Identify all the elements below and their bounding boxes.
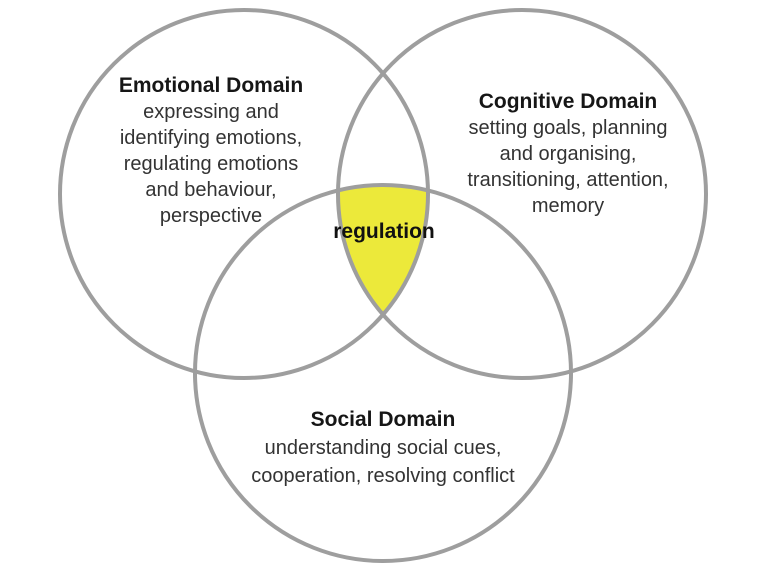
cognitive-domain-heading: Cognitive Domain	[478, 90, 658, 113]
social-domain-line: understanding social cues,	[264, 437, 502, 459]
cognitive-domain-line: and organising,	[499, 143, 637, 165]
cognitive-domain-circle	[336, 8, 708, 380]
emotional-domain-circle	[58, 8, 430, 380]
emotional-domain-line: regulating emotions	[123, 153, 299, 175]
emotional-domain-label: Emotional Domain expressing and identify…	[51, 73, 371, 229]
cognitive-domain-label: Cognitive Domain setting goals, planning…	[408, 89, 728, 219]
emotional-domain-line: perspective	[159, 205, 263, 227]
social-domain-line: cooperation, resolving conflict	[251, 465, 515, 487]
cognitive-domain-line: memory	[531, 195, 605, 217]
social-domain-label: Social Domain understanding social cues,…	[203, 406, 563, 490]
cognitive-domain-line: setting goals, planning	[468, 117, 668, 139]
regulation-label: regulation	[333, 220, 435, 243]
emotional-domain-line: identifying emotions,	[119, 127, 303, 149]
social-domain-heading: Social Domain	[310, 408, 456, 431]
emotional-domain-heading: Emotional Domain	[118, 74, 304, 97]
emotional-domain-line: and behaviour,	[145, 179, 277, 201]
emotional-domain-line: expressing and	[143, 101, 279, 123]
social-domain-circle	[193, 183, 573, 563]
cognitive-domain-line: transitioning, attention,	[467, 169, 669, 191]
